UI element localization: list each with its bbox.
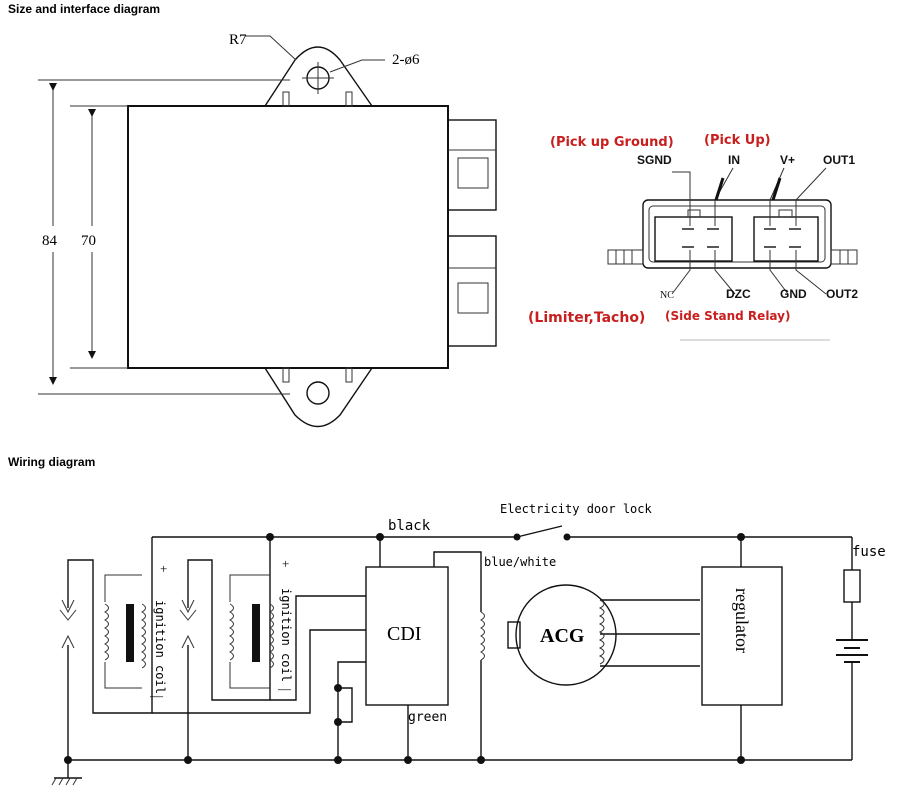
radius-label: R7 [229, 32, 247, 48]
acg-label: ACG [540, 625, 585, 647]
height-inner-label: 70 [81, 233, 96, 249]
pin-nc: NC [660, 290, 674, 301]
size-interface-title: Size and interface diagram [8, 2, 161, 16]
coil2-plus: + [282, 556, 289, 571]
green-wire-label: green [408, 710, 447, 725]
height-outer-label: 84 [42, 233, 58, 249]
pin-sgnd: SGND [637, 153, 672, 167]
limiter-annotation: (Limiter,Tacho) [528, 310, 645, 326]
wiring-lines [67, 536, 853, 778]
pin-vplus: V+ [780, 153, 795, 167]
fuse-label: fuse [852, 544, 886, 560]
pickup-ground-annotation: (Pick up Ground) [550, 135, 674, 150]
black-wire-label: black [388, 518, 431, 534]
holes-label: 2-ø6 [392, 52, 420, 68]
side-stand-annotation: (Side Stand Relay) [665, 309, 790, 323]
pin-gnd: GND [780, 287, 807, 301]
wiring-diagram-title: Wiring diagram [8, 455, 96, 469]
cdi-label: CDI [387, 623, 421, 645]
blue-white-label: blue/white [484, 555, 556, 569]
junction-dots [64, 533, 745, 764]
cdi-module-outline [127, 46, 497, 428]
ignition-coil-label-2: ignition coil [279, 588, 293, 682]
coil1-minus: — [149, 688, 164, 703]
wiring-components [51, 525, 868, 786]
ignition-coil-label-1: ignition coil [153, 600, 167, 694]
connector-housing [607, 199, 858, 341]
dimension-lines [38, 35, 385, 395]
lock-label: Electricity door lock [500, 502, 652, 516]
pin-out2: OUT2 [826, 287, 858, 301]
pin-out1: OUT1 [823, 153, 855, 167]
connector-leaders [671, 167, 827, 295]
pin-dzc: DZC [726, 287, 751, 301]
pin-in: IN [728, 153, 740, 167]
pickup-annotation: (Pick Up) [704, 133, 771, 148]
regulator-label: regulator [732, 588, 752, 653]
coil2-minus: — [277, 681, 292, 696]
coil1-plus: + [160, 561, 167, 576]
